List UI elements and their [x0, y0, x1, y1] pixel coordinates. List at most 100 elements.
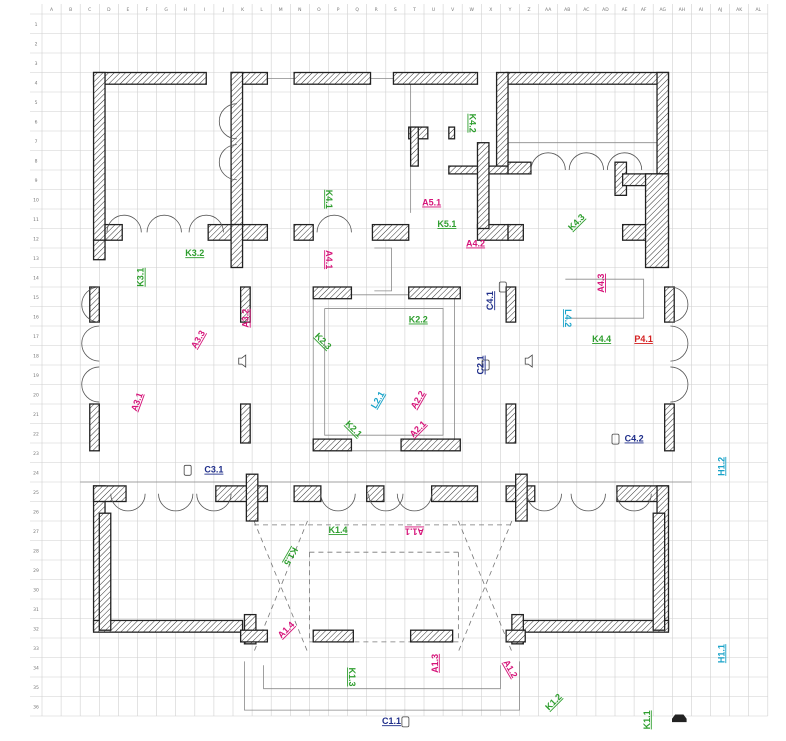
row-index-label: 27 — [33, 529, 39, 535]
wall — [652, 512, 666, 631]
room-label: C4.2 — [625, 433, 644, 443]
room-label: A4.3 — [596, 274, 606, 293]
column-index-label: AL — [755, 7, 761, 13]
camera-icon — [498, 281, 507, 293]
door-swing — [396, 493, 433, 512]
room-label: K5.1 — [437, 219, 456, 229]
row-index-label: 12 — [33, 236, 39, 242]
room-label: C2.1 — [476, 355, 486, 374]
floor-outline — [374, 247, 392, 292]
wall — [92, 485, 127, 503]
door-swing — [368, 493, 404, 512]
column-index-label: C — [88, 7, 91, 13]
wall — [400, 438, 461, 452]
row-index-label: 25 — [33, 490, 39, 496]
column-index-label: AB — [564, 7, 570, 13]
column-index-label: X — [489, 7, 492, 13]
door-swing — [110, 493, 146, 512]
row-index-label: 35 — [33, 685, 39, 691]
row-index-label: 3 — [35, 61, 38, 67]
column-index-label: H — [184, 7, 187, 13]
floor-outline — [324, 308, 444, 436]
camera-icon — [183, 464, 192, 476]
column-index-label: AD — [602, 7, 609, 13]
wall — [515, 473, 528, 522]
room-label: A4.2 — [466, 238, 485, 248]
column-index-label: AH — [679, 7, 685, 13]
wall — [366, 485, 385, 503]
wall — [507, 223, 524, 241]
room-label: A1.1 — [405, 526, 424, 536]
row-index-label: 8 — [35, 158, 38, 164]
column-index-label: K — [241, 7, 245, 13]
door-swing — [158, 493, 194, 512]
door-swing — [106, 214, 142, 233]
wall — [408, 286, 461, 300]
wall — [664, 403, 675, 452]
column-index-label: E — [127, 7, 130, 13]
door-swing — [616, 493, 652, 512]
row-index-label: 14 — [33, 275, 39, 281]
wall — [409, 629, 454, 643]
door-swing — [670, 286, 689, 323]
row-index-label: 34 — [33, 665, 39, 671]
camera-icon — [481, 359, 490, 371]
column-index-label: U — [432, 7, 435, 13]
room-label: L4.2 — [563, 309, 573, 327]
column-index-label: AI — [699, 7, 703, 13]
wall — [243, 613, 257, 645]
row-index-label: 23 — [33, 451, 39, 457]
room-label: K3.2 — [185, 248, 204, 258]
column-index-label: J — [222, 7, 224, 13]
row-index-label: 32 — [33, 626, 39, 632]
wall — [89, 403, 100, 452]
wall — [92, 71, 106, 241]
wall — [293, 71, 372, 85]
row-index-label: 6 — [35, 119, 38, 125]
door-swing — [81, 286, 100, 323]
room-label: C4.1 — [485, 291, 495, 310]
door-swing — [570, 493, 606, 512]
wall — [207, 223, 232, 241]
wall — [89, 286, 100, 323]
column-index-label: Q — [355, 7, 359, 13]
door-swing — [188, 214, 224, 233]
wall — [507, 161, 532, 175]
row-index-label: 20 — [33, 392, 39, 398]
row-index-label: 9 — [35, 178, 38, 184]
wall — [664, 286, 675, 323]
column-index-label: V — [451, 7, 455, 13]
column-index-label: AK — [736, 7, 743, 13]
room-label: A1.3 — [430, 654, 440, 673]
wall — [245, 473, 259, 522]
car-icon — [672, 714, 687, 723]
column-index-label: M — [279, 7, 283, 13]
wall — [476, 142, 490, 230]
door-swing — [606, 152, 643, 171]
wall — [644, 173, 670, 269]
room-label: K4.2 — [467, 114, 477, 133]
room-label: K4.1 — [324, 190, 334, 209]
row-index-label: 19 — [33, 373, 39, 379]
wall — [430, 485, 479, 503]
room-label: H1.1 — [716, 644, 726, 663]
door-swing — [218, 144, 237, 181]
wall — [518, 619, 670, 633]
wall — [409, 126, 419, 167]
room-label: A5.1 — [422, 198, 441, 208]
door-swing — [218, 103, 237, 140]
row-index-label: 2 — [35, 41, 38, 47]
floor-outline — [244, 661, 520, 711]
wall — [312, 286, 353, 300]
room-label: K2.2 — [409, 315, 428, 325]
column-index-label: O — [317, 7, 321, 13]
row-index-label: 5 — [35, 100, 38, 106]
door-swing — [81, 325, 100, 362]
row-index-label: 31 — [33, 607, 39, 613]
row-index-label: 22 — [33, 431, 39, 437]
wall — [505, 286, 517, 323]
door-swing — [320, 493, 356, 512]
